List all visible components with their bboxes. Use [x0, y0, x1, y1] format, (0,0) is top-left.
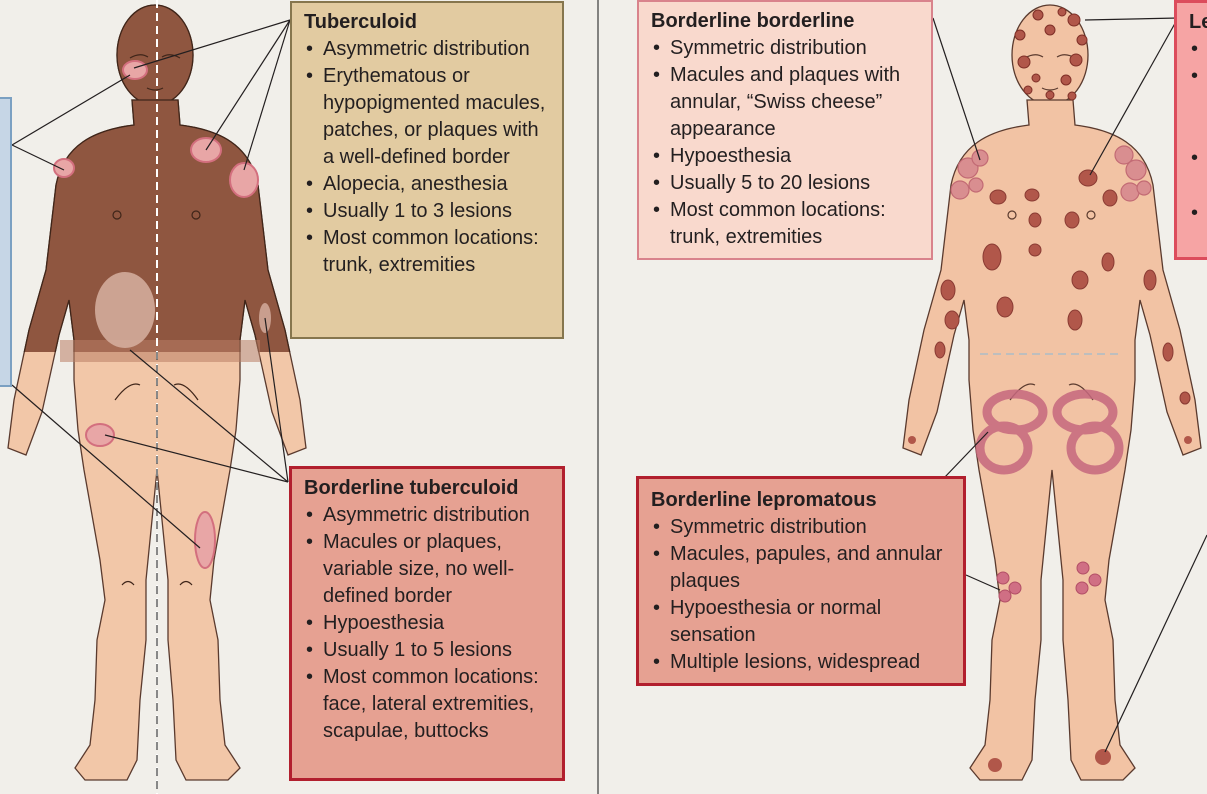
borderline-borderline-item: Hypoesthesia: [651, 143, 921, 170]
borderline-borderline-item: Symmetric distribution: [651, 35, 921, 62]
left-leader-lines: [11, 19, 291, 549]
borderline-lepromatous-box: Borderline lepromatous Symmetric distrib…: [636, 476, 966, 686]
borderline-tuberculoid-item: Usually 1 to 5 lesions: [304, 637, 552, 664]
right-leader-lines: [932, 17, 1207, 753]
borderline-tuberculoid-item: Macules or plaques, variable size, no we…: [304, 529, 552, 610]
borderline-lepromatous-item: Multiple lesions, widespread: [651, 649, 953, 676]
tuberculoid-item: Erythematous or hypopigmented macules, p…: [304, 63, 552, 171]
lepromatous-item: [1189, 200, 1207, 227]
trunk-lesions: [934, 169, 1191, 405]
borderline-borderline-item: Most common locations: trunk, extremitie…: [651, 197, 921, 251]
lepromatous-title-partial: Le: [1189, 11, 1207, 33]
borderline-tuberculoid-title: Borderline tuberculoid: [304, 477, 519, 499]
swiss-cheese-lesions: [950, 145, 1152, 202]
borderline-tuberculoid-item: Asymmetric distribution: [304, 502, 552, 529]
tuberculoid-title: Tuberculoid: [304, 11, 417, 33]
borderline-borderline-item: Macules and plaques with annular, “Swiss…: [651, 62, 921, 143]
borderline-tuberculoid-box: Borderline tuberculoid Asymmetric distri…: [289, 466, 565, 781]
borderline-lepromatous-title: Borderline lepromatous: [651, 489, 877, 511]
borderline-borderline-title: Borderline borderline: [651, 10, 855, 32]
borderline-lepromatous-item: Hypoesthesia or normal sensation: [651, 595, 953, 649]
right-figure-torso: [902, 99, 1202, 781]
skin-gradient-band: [60, 340, 260, 362]
hand-foot-lesions: [908, 436, 1192, 772]
lepromatous-item: [1189, 63, 1207, 90]
facial-nodules: [1014, 7, 1088, 101]
borderline-lepromatous-item: Macules, papules, and annular plaques: [651, 541, 953, 595]
tuberculoid-box: Tuberculoid Asymmetric distribution Eryt…: [290, 1, 564, 339]
borderline-lepromatous-item: Symmetric distribution: [651, 514, 953, 541]
tuberculoid-item: Alopecia, anesthesia: [304, 171, 552, 198]
tuberculoid-lesions: [53, 60, 259, 569]
borderline-borderline-item: Usually 5 to 20 lesions: [651, 170, 921, 197]
borderline-tuberculoid-item: Hypoesthesia: [304, 610, 552, 637]
knee-lesions: [996, 561, 1102, 603]
hypopigmented-patch: [95, 272, 155, 348]
borderline-tuberculoid-item: Most common locations: face, lateral ext…: [304, 664, 552, 745]
tuberculoid-item: Most common locations: trunk, extremitie…: [304, 225, 552, 279]
tuberculoid-item: Asymmetric distribution: [304, 36, 552, 63]
borderline-borderline-box: Borderline borderline Symmetric distribu…: [637, 0, 933, 260]
tuberculoid-item: Usually 1 to 3 lesions: [304, 198, 552, 225]
annular-plaques: [975, 389, 1124, 475]
lepromatous-item: [1189, 36, 1207, 63]
left-figure-features: [112, 54, 201, 586]
lepromatous-box-partial: Le: [1174, 0, 1207, 260]
lepromatous-item: [1189, 145, 1207, 172]
left-partial-box: [0, 97, 12, 387]
